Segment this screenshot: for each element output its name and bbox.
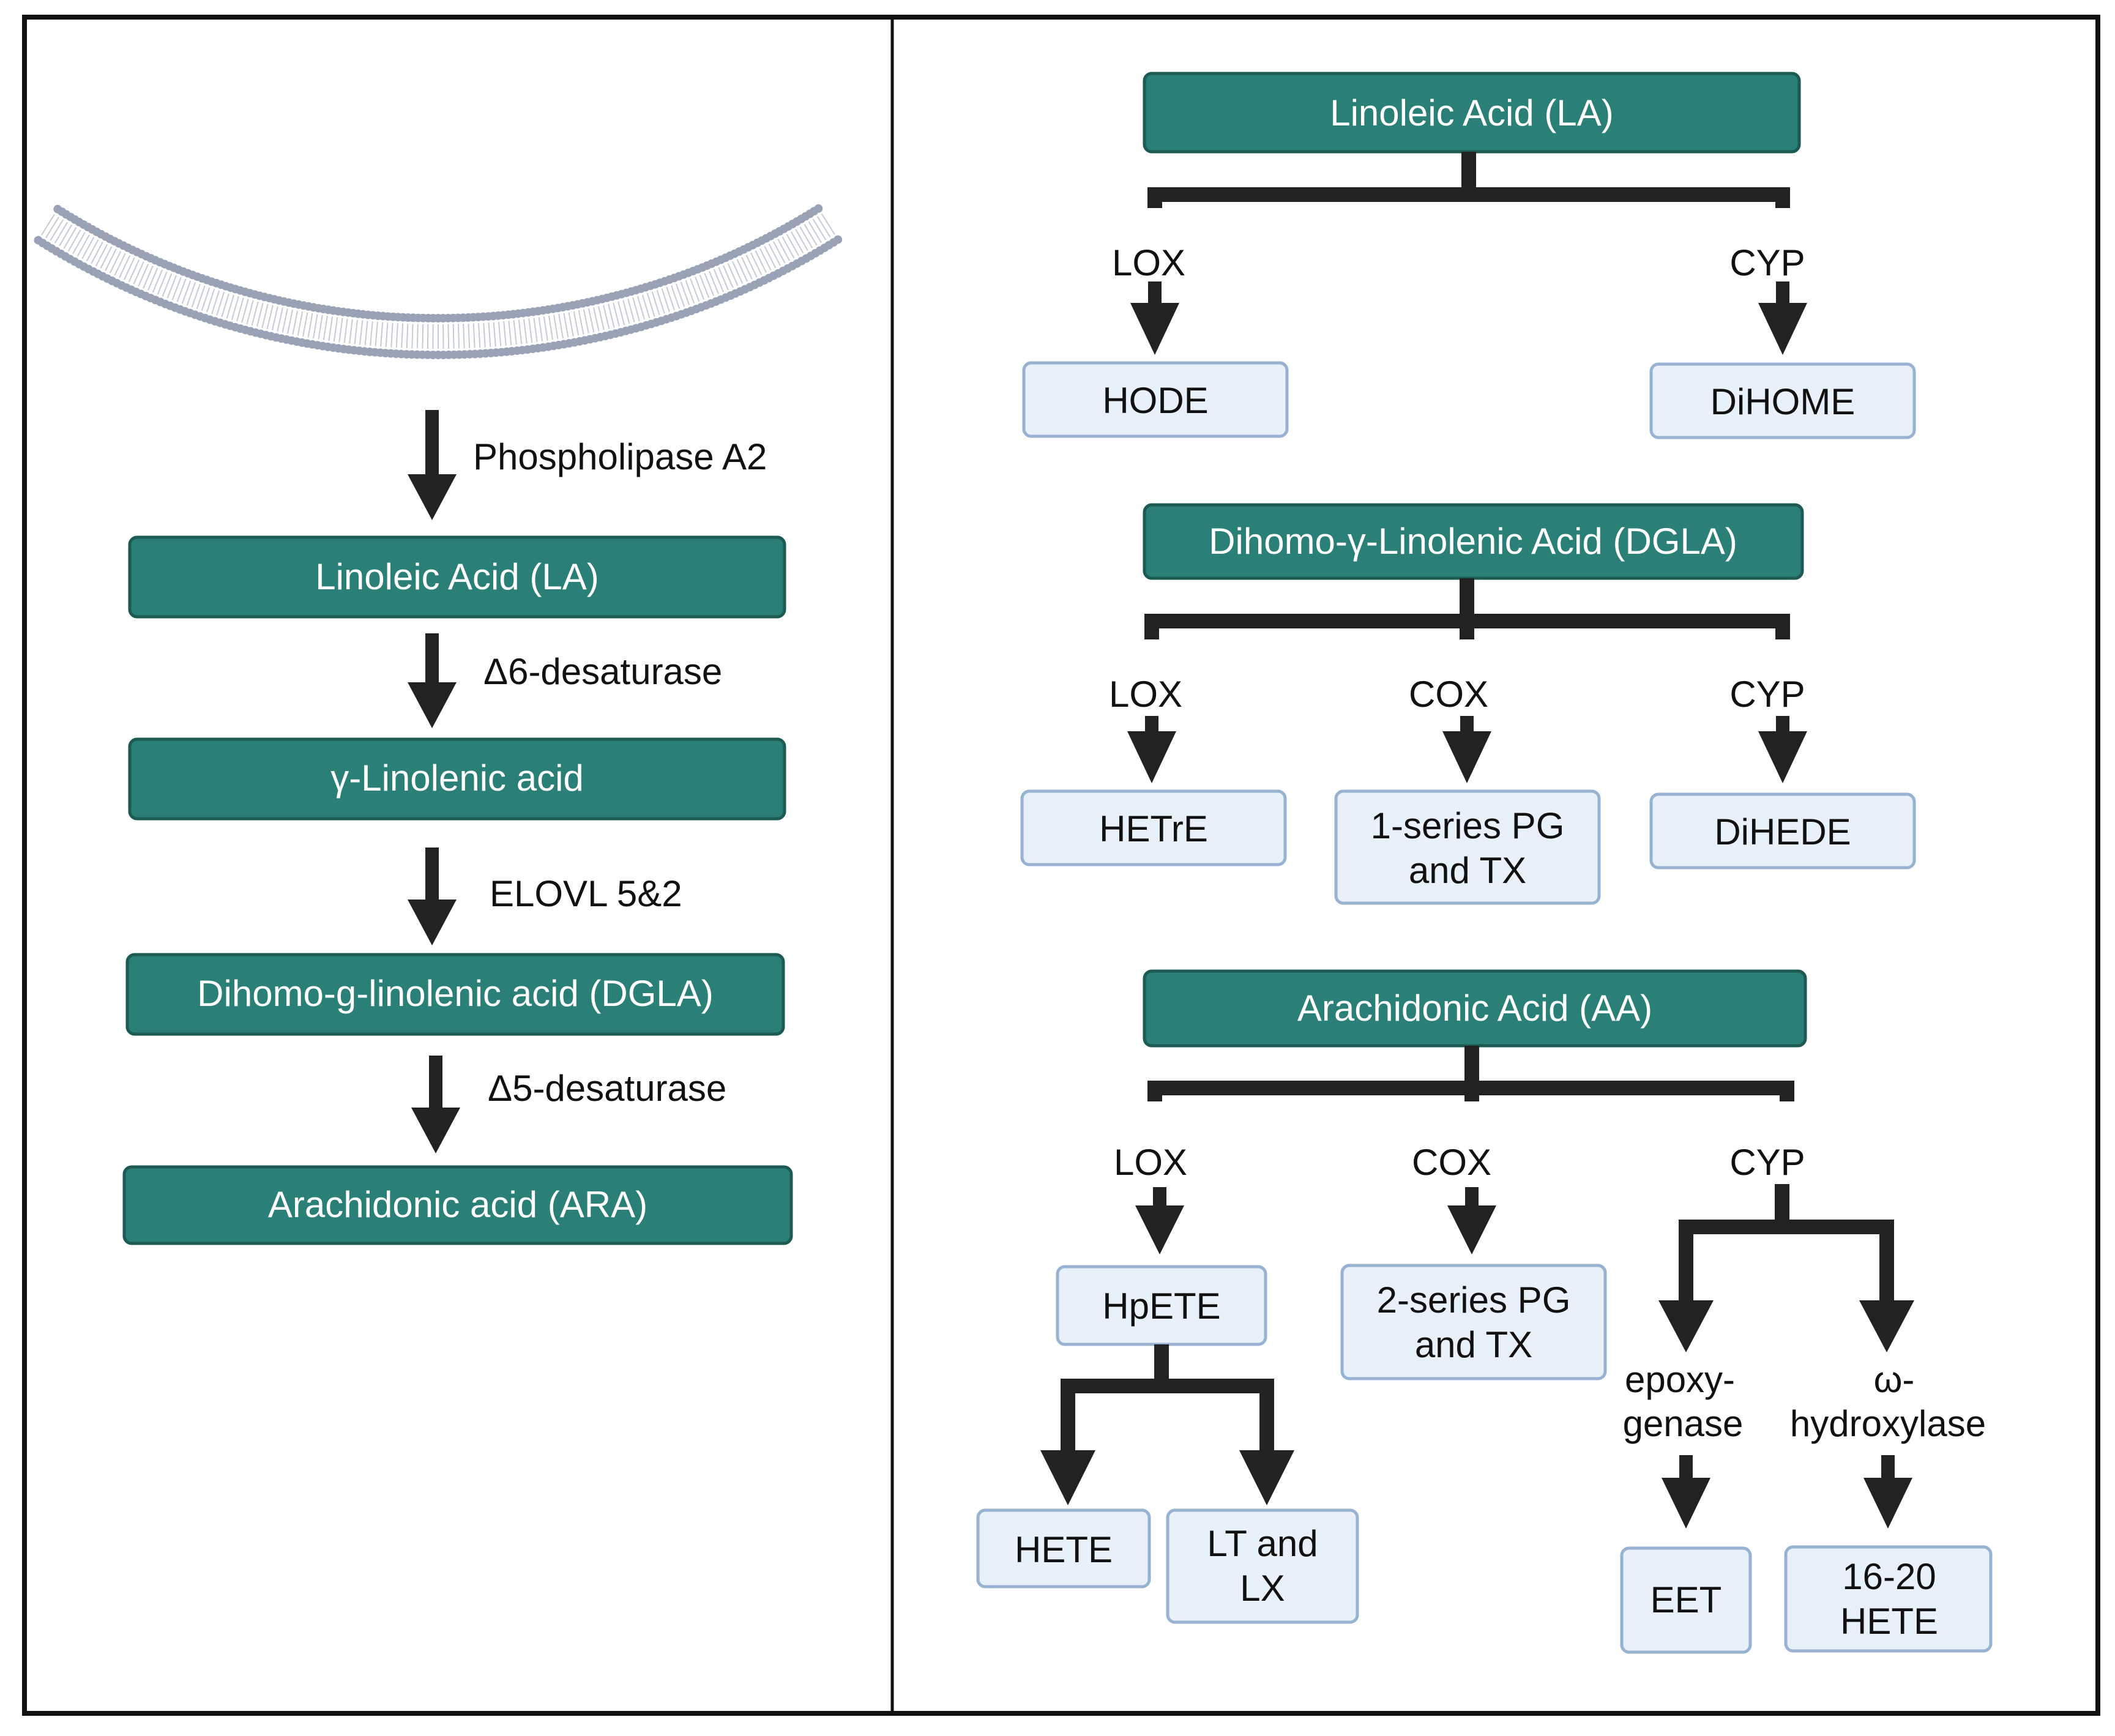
left-box-dgla <box>125 953 785 1036</box>
dgla-dihede-label: DiHEDE <box>1714 811 1851 852</box>
figure-frame <box>22 15 2100 1716</box>
dgla-cyp-arrow-head <box>1758 731 1807 783</box>
aa-title: Arachidonic Acid (AA) <box>1297 988 1652 1029</box>
aa-16-20-hete-arrow-head <box>1863 1478 1912 1529</box>
left-box-gamma-linolenic-acid <box>128 737 786 821</box>
dgla-1-series-box <box>1334 789 1601 905</box>
dgla-hetre-box <box>1020 789 1287 866</box>
dgla-branch-tree <box>1144 578 1790 639</box>
left-box-linoleic-acid <box>128 535 786 619</box>
aa-lox-arrow-head <box>1135 1205 1184 1254</box>
left-arrow-4 <box>411 1056 460 1153</box>
left-label-dgla: Dihomo-g-linolenic acid (DGLA) <box>197 973 714 1014</box>
la-dihome-box <box>1649 362 1916 439</box>
aa-hpete-label: HpETE <box>1102 1286 1220 1327</box>
dgla-lox-arrow-head <box>1127 731 1176 783</box>
aa-cyp-branch-tree <box>1679 1184 1894 1303</box>
aa-2-series-line2: and TX <box>1415 1324 1532 1365</box>
la-cyp-arrow-head <box>1758 303 1807 355</box>
dgla-hetre-label: HETrE <box>1099 808 1208 849</box>
aa-lt-lx-arrow-head <box>1239 1450 1294 1505</box>
dgla-1-series-line1: 1-series PG <box>1371 805 1565 846</box>
cell-membrane-graphic <box>34 204 843 359</box>
left-box-arachidonic-acid <box>122 1165 793 1245</box>
aa-epoxygenase-line2: genase <box>1623 1403 1744 1444</box>
dgla-cox-arrow-head <box>1442 731 1491 783</box>
left-label-gamma-linolenic-acid: γ-Linolenic acid <box>330 758 584 799</box>
dgla-cox-label: COX <box>1409 674 1488 715</box>
la-lox-label: LOX <box>1112 242 1185 283</box>
la-dihome-label: DiHOME <box>1710 381 1856 422</box>
aa-lox-label: LOX <box>1114 1142 1187 1183</box>
aa-epoxygenase-arrow-head <box>1658 1300 1714 1352</box>
aa-16-20-hete-box <box>1784 1545 1993 1653</box>
aa-cyp-label: CYP <box>1729 1142 1805 1183</box>
aa-16-20-hete-line2: HETE <box>1840 1601 1938 1642</box>
aa-2-series-line1: 2-series PG <box>1377 1280 1571 1321</box>
aa-16-20-hete-line1: 16-20 <box>1842 1556 1936 1597</box>
aa-lt-lx-box <box>1166 1508 1359 1624</box>
aa-lt-lx-line1: LT and <box>1207 1523 1318 1564</box>
la-hode-box <box>1022 361 1289 438</box>
la-lox-arrow-head <box>1130 303 1179 355</box>
la-branch-tree <box>1147 152 1790 208</box>
aa-hpete-branch-tree <box>1061 1344 1274 1453</box>
aa-epoxygenase-line1: epoxy- <box>1625 1359 1735 1400</box>
left-label-arachidonic-acid: Arachidonic acid (ARA) <box>268 1184 647 1225</box>
la-title: Linoleic Acid (LA) <box>1330 92 1614 133</box>
aa-cox-label: COX <box>1412 1142 1491 1183</box>
dgla-lox-label: LOX <box>1109 674 1182 715</box>
aa-hydroxylase-line2: hydroxylase <box>1790 1403 1986 1444</box>
dgla-1-series-line2: and TX <box>1409 850 1526 891</box>
aa-branch-tree <box>1147 1046 1794 1101</box>
dgla-cyp-label: CYP <box>1729 674 1805 715</box>
enzyme-phospholipase-a2: Phospholipase A2 <box>473 436 767 477</box>
aa-2-series-box <box>1340 1264 1607 1380</box>
aa-eet-box <box>1620 1546 1752 1654</box>
left-arrow-3 <box>408 848 457 945</box>
enzyme-elovl-5-2: ELOVL 5&2 <box>490 873 682 914</box>
la-hode-label: HODE <box>1102 380 1208 421</box>
aa-hydroxylase-arrow-head <box>1859 1300 1914 1352</box>
la-cyp-label: CYP <box>1729 242 1805 283</box>
aa-hydroxylase-line1: ω- <box>1874 1359 1915 1400</box>
dgla-title: Dihomo-γ-Linolenic Acid (DGLA) <box>1209 521 1737 562</box>
aa-cox-arrow-head <box>1447 1205 1496 1254</box>
aa-hete-arrow-head <box>1040 1450 1095 1505</box>
left-arrow-1 <box>408 410 457 520</box>
aa-hete-label: HETE <box>1015 1529 1113 1570</box>
left-label-linoleic-acid: Linoleic Acid (LA) <box>315 556 599 597</box>
enzyme-delta5-desaturase: Δ5-desaturase <box>488 1068 726 1109</box>
left-arrow-2 <box>408 633 457 728</box>
enzyme-delta6-desaturase: Δ6-desaturase <box>483 651 722 692</box>
aa-lt-lx-line2: LX <box>1240 1568 1285 1609</box>
dgla-dihede-box <box>1649 792 1916 870</box>
aa-eet-arrow-head <box>1662 1478 1710 1529</box>
aa-eet-label: EET <box>1651 1579 1722 1620</box>
aa-hete-box <box>976 1508 1151 1589</box>
